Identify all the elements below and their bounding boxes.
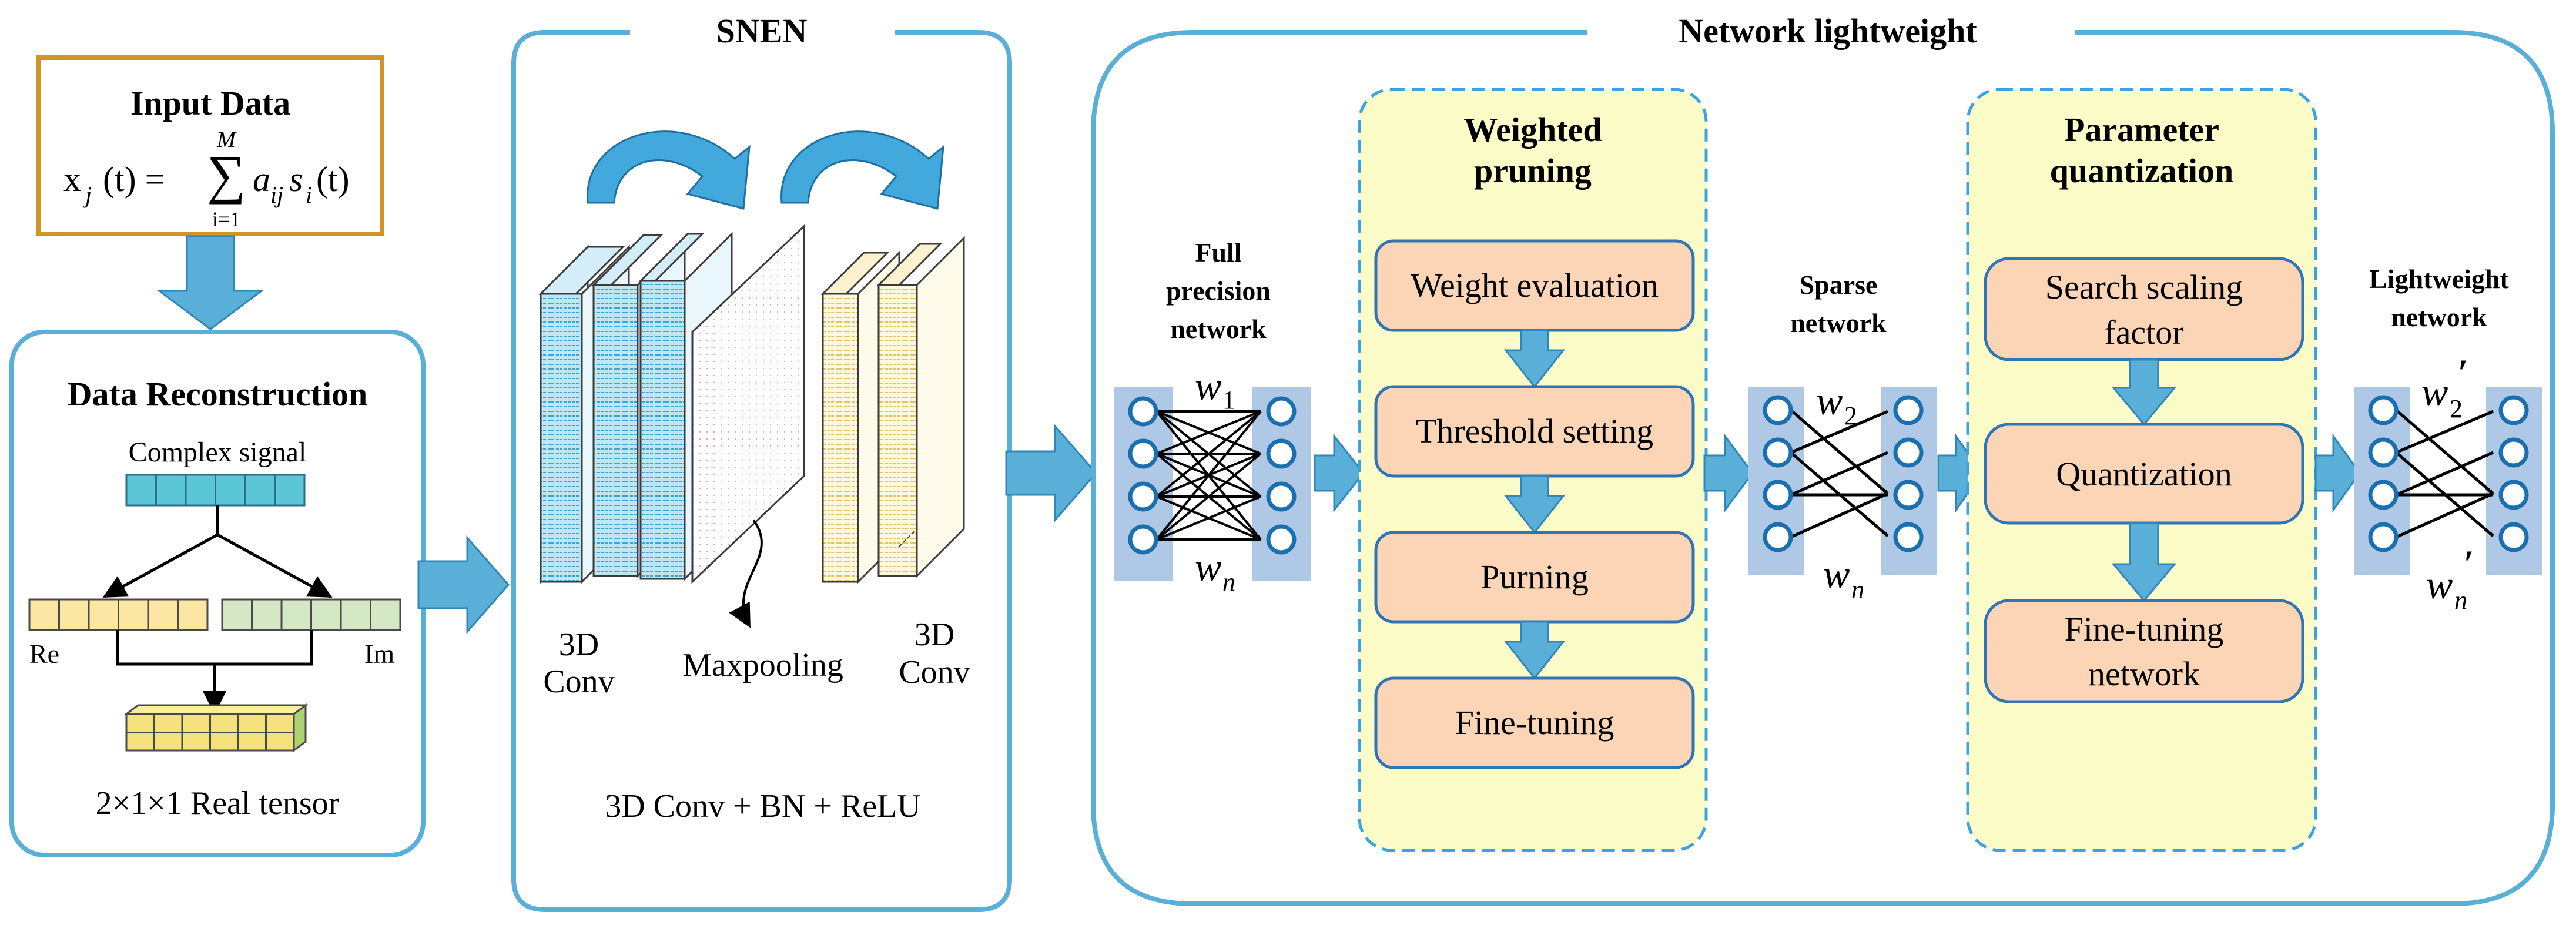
pruning-title-1: Weighted — [1463, 110, 1602, 149]
sum-symbol: ∑ — [207, 145, 246, 205]
wn2-sub: n — [1851, 575, 1864, 604]
mixing-formula: x j (t) = M ∑ i=1 a ij s i (t) — [63, 128, 350, 231]
full-precision-label-3: network — [1170, 314, 1267, 344]
step-fine-tuning-network-label-2: network — [2088, 655, 2200, 693]
w2-sub: 2 — [1844, 401, 1857, 430]
parameter-quantization-group: Parameter quantization Search scaling fa… — [1966, 88, 2317, 852]
step-search-scaling-label-1: Search scaling — [2045, 268, 2243, 306]
complex-signal-vector — [125, 474, 306, 507]
wnp-sub: n — [2454, 586, 2467, 615]
wn-sub: n — [1222, 568, 1235, 596]
down-arrow-p1 — [1503, 329, 1566, 388]
w1-sub: 1 — [1222, 386, 1235, 414]
maxpool-label: Maxpooling — [682, 647, 843, 683]
lightweight-network — [2354, 387, 2542, 575]
step-fine-tuning — [1374, 676, 1695, 769]
re-label: Re — [29, 639, 59, 669]
right-arrow-2 — [1005, 424, 1097, 522]
lightweight-title: Network lightweight — [1679, 12, 1977, 50]
snen-box: SNEN 3D — [511, 12, 1012, 912]
full-precision-label-2: precision — [1166, 276, 1271, 306]
full-precision-network — [1114, 387, 1311, 581]
conv-layers-1 — [538, 232, 733, 584]
input-data-box: Input Data x j (t) = M ∑ i=1 a ij s i (t… — [36, 55, 384, 236]
conv1-label-line1: 3D — [559, 626, 599, 663]
sparse-network — [1748, 387, 1937, 575]
formula-s-sub: i — [306, 182, 312, 208]
right-arrow-3 — [1314, 433, 1365, 513]
formula-sum-bottom: i=1 — [212, 207, 240, 231]
down-arrow-q1 — [2111, 358, 2177, 426]
step-fine-tuning-label: Fine-tuning — [1455, 703, 1614, 742]
conv2-label-line1: 3D — [915, 616, 954, 653]
formula-s-arg: (t) — [316, 160, 350, 199]
right-arrow-4 — [1703, 433, 1754, 513]
conv1-label-line2: Conv — [543, 663, 614, 700]
lightweight-box: Network lightweight Full precision netwo… — [1091, 12, 2555, 906]
complex-signal-label: Complex signal — [129, 437, 307, 468]
curved-arrow-2 — [780, 130, 944, 210]
formula-a-sub: ij — [270, 182, 283, 208]
down-arrow-p3 — [1503, 621, 1566, 680]
data-reconstruction-box: Data Reconstruction Complex signal — [9, 330, 426, 857]
step-threshold-setting-label: Threshold setting — [1416, 412, 1653, 450]
sparse-label-2: network — [1790, 308, 1887, 338]
real-tensor — [123, 703, 309, 752]
im-label: Im — [364, 639, 394, 669]
step-quantization-label: Quantization — [2056, 455, 2232, 493]
lightweight-net-label-2: network — [2391, 302, 2487, 332]
formula-sum-top: M — [216, 128, 237, 152]
down-arrow-p2 — [1503, 475, 1566, 534]
wn-label: w — [1195, 545, 1221, 589]
step-purning-label: Purning — [1480, 558, 1589, 596]
right-arrow-1 — [417, 535, 510, 634]
w2p-sub: 2 — [2450, 394, 2463, 423]
w2p-prime: ′ — [2458, 351, 2468, 393]
wnp-label: w — [2426, 562, 2453, 607]
data-reconstruction-title: Data Reconstruction — [68, 375, 368, 413]
right-arrow-6 — [2314, 433, 2361, 513]
real-tensor-label: 2×1×1 Real tensor — [96, 785, 340, 822]
formula-a: a — [253, 160, 270, 199]
formula-lhs: x — [63, 160, 81, 199]
step-search-scaling-label-2: factor — [2104, 313, 2183, 351]
weighted-pruning-group: Weighted pruning Weight evaluation Thres… — [1358, 88, 1708, 852]
pruning-title-2: pruning — [1474, 152, 1592, 190]
lightweight-net-label-1: Lightweight — [2369, 264, 2509, 294]
wnp-prime: ′ — [2464, 542, 2474, 584]
formula-lhs-arg: (t) = — [103, 160, 165, 199]
formula-s: s — [289, 160, 303, 199]
w2-label: w — [1816, 378, 1843, 423]
w2p-label: w — [2421, 370, 2448, 414]
step-fine-tuning-network — [1984, 599, 2304, 703]
conv2-label-line2: Conv — [899, 654, 970, 691]
w1-label: w — [1195, 364, 1221, 408]
snen-title: SNEN — [716, 12, 808, 50]
step-fine-tuning-network-label-1: Fine-tuning — [2065, 610, 2224, 648]
down-arrow-q2 — [2111, 522, 2177, 602]
input-data-title: Input Data — [130, 84, 290, 122]
quant-title-1: Parameter — [2064, 110, 2219, 149]
curved-arrow-1 — [587, 130, 751, 210]
maxpool-pointer — [729, 519, 763, 628]
imag-part-vector — [221, 598, 401, 631]
maxpool-layer — [691, 224, 805, 584]
down-arrow-input — [156, 235, 264, 330]
quant-title-2: quantization — [2050, 152, 2234, 190]
real-part-vector — [28, 598, 209, 631]
step-weight-evaluation-label: Weight evaluation — [1411, 266, 1659, 304]
snen-footer: 3D Conv + BN + ReLU — [605, 788, 921, 825]
conv-layers-2 — [820, 236, 965, 584]
wn2-label: w — [1823, 552, 1850, 596]
sparse-label-1: Sparse — [1800, 270, 1878, 300]
full-precision-label-1: Full — [1195, 237, 1241, 267]
formula-lhs-sub: j — [82, 182, 92, 208]
